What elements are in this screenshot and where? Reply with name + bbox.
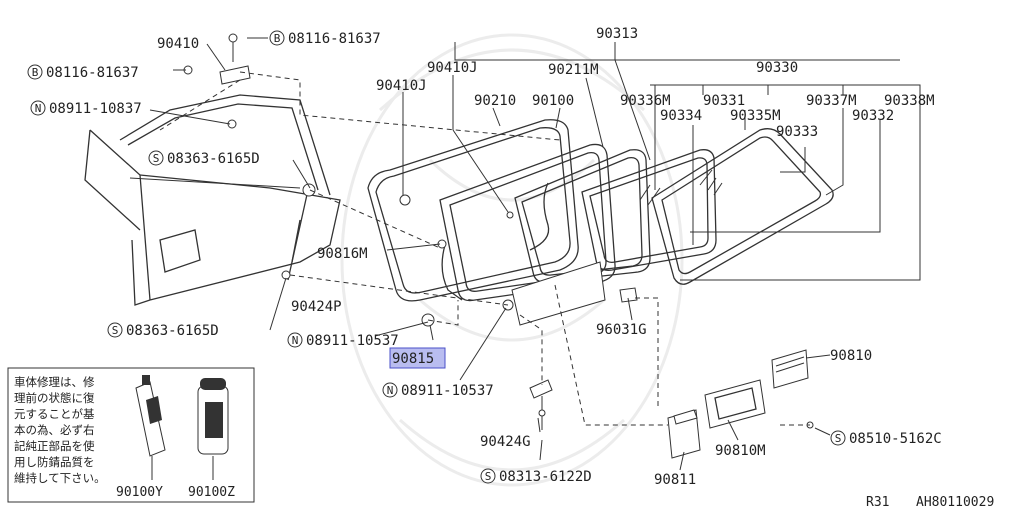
- code-screw-b: 08363-6165D: [126, 323, 219, 339]
- code-nut-c: 08911-10537: [401, 383, 494, 399]
- label-90338m: 90338M: [884, 93, 935, 109]
- page-ref: R31: [866, 495, 889, 510]
- label-90410: 90410: [157, 36, 199, 52]
- note-line-2: 理前の状態に復: [14, 391, 95, 405]
- label-90334: 90334: [660, 108, 702, 124]
- label-90100y: 90100Y: [116, 485, 163, 500]
- label-90211m: 90211M: [548, 62, 599, 78]
- note-line-5: 記純正部品を使: [14, 439, 95, 453]
- label-90331: 90331: [703, 93, 745, 109]
- prefix-n-a: N: [35, 102, 42, 115]
- label-90810m: 90810M: [715, 443, 766, 459]
- code-bolt-top: 08116-81637: [288, 31, 381, 47]
- label-90336m: 90336M: [620, 93, 671, 109]
- label-90816m: 90816M: [317, 246, 368, 262]
- lower-parts: [529, 287, 814, 459]
- prefix-n-c: N: [387, 384, 394, 397]
- code-screw-d: 08510-5162C: [849, 431, 942, 447]
- label-90424g: 90424G: [480, 434, 531, 450]
- label-90210: 90210: [474, 93, 516, 109]
- label-90410j-left: 90410J: [376, 78, 427, 94]
- label-90424p: 90424P: [291, 299, 342, 315]
- repair-note-box: 車体修理は、修 理前の状態に復 元することが基 本の為、必ず右 記純正部品を使 …: [7, 367, 255, 503]
- prefix-b-left: B: [32, 66, 39, 79]
- figure-code: AH80110029: [916, 495, 994, 510]
- label-90815[interactable]: 90815: [392, 351, 434, 367]
- note-line-7: 維持して下さい。: [14, 471, 106, 485]
- code-bolt-left: 08116-81637: [46, 65, 139, 81]
- fastener-labels: B 08116-81637 B 08116-81637 N 08911-1083…: [27, 30, 942, 485]
- note-line-3: 元することが基: [14, 407, 95, 421]
- prefix-s-c: S: [485, 470, 492, 483]
- label-90410j-top: 90410J: [427, 60, 478, 76]
- label-90333: 90333: [776, 124, 818, 140]
- code-nut-b: 08911-10537: [306, 333, 399, 349]
- label-90100z: 90100Z: [188, 485, 235, 500]
- prefix-n-b: N: [292, 334, 299, 347]
- car-body-drawing: [84, 94, 341, 306]
- prefix-s-b: S: [112, 324, 119, 337]
- label-96031g: 96031G: [596, 322, 647, 338]
- label-90330: 90330: [756, 60, 798, 76]
- label-90337m: 90337M: [806, 93, 857, 109]
- code-nut-a: 08911-10837: [49, 101, 142, 117]
- prefix-s-d: S: [835, 432, 842, 445]
- label-90335m: 90335M: [730, 108, 781, 124]
- connector-lines: [159, 71, 810, 426]
- label-90811: 90811: [654, 472, 696, 488]
- label-90313: 90313: [596, 26, 638, 42]
- leader-lines: [149, 37, 921, 471]
- note-line-6: 用し防錆品質を: [14, 455, 95, 469]
- highlight-90815: [389, 347, 446, 369]
- label-90810: 90810: [830, 348, 872, 364]
- code-screw-a: 08363-6165D: [167, 151, 260, 167]
- watermark-emblem: [340, 33, 684, 487]
- label-90100: 90100: [532, 93, 574, 109]
- label-90332: 90332: [852, 108, 894, 124]
- glass-assembly: [367, 119, 834, 327]
- prefix-s-a: S: [153, 152, 160, 165]
- note-line-1: 車体修理は、修: [14, 375, 95, 389]
- prefix-b-top: B: [274, 32, 281, 45]
- part-labels: 90410 90410J 90410J 90313 90330 90211M 9…: [157, 26, 935, 488]
- note-line-4: 本の為、必ず右: [14, 423, 95, 437]
- code-screw-c: 08313-6122D: [499, 469, 592, 485]
